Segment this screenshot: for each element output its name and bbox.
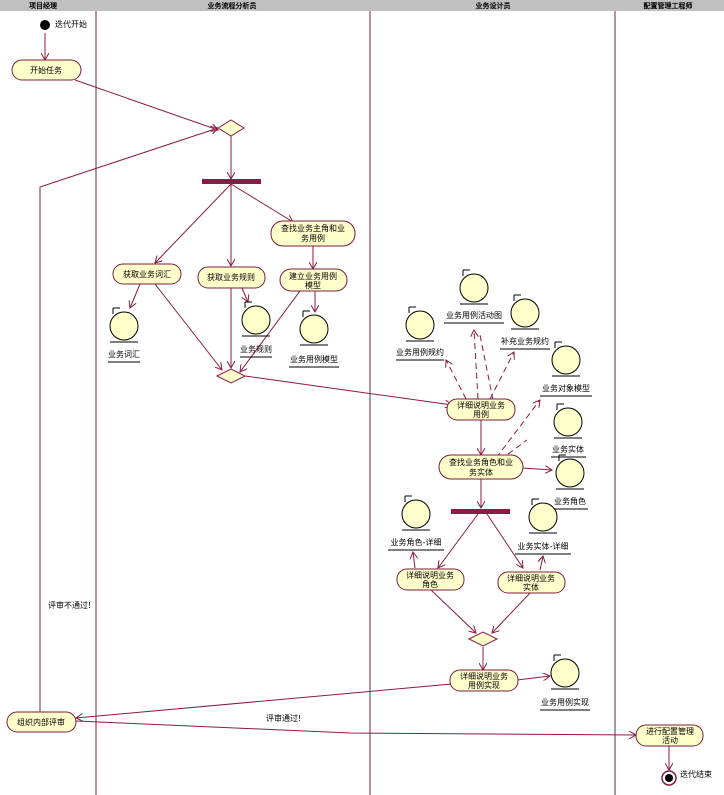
- edge-detail-to-supp: [489, 352, 514, 400]
- svg-text:角色: 角色: [422, 579, 438, 589]
- edge-fork2-to-detail-entity: [486, 513, 523, 568]
- edge-review-fail-loop: [39, 128, 218, 712]
- edge-vocab-to-glossary: [130, 283, 141, 308]
- svg-text:业务实体-详细: 业务实体-详细: [518, 541, 569, 551]
- svg-text:业务实体: 业务实体: [552, 444, 584, 454]
- swimlane-header-bar: [0, 0, 724, 11]
- object-worker-detail: 业务角色-详细: [388, 495, 444, 551]
- edges: [39, 33, 669, 770]
- guard-review-pass: 评审通过!: [266, 713, 301, 723]
- svg-text:业务词汇: 业务词汇: [108, 349, 140, 359]
- svg-text:详细说明业务: 详细说明业务: [460, 671, 508, 681]
- svg-text:进行配置管理: 进行配置管理: [646, 726, 694, 736]
- activity-detail-uc: 详细说明业务 用例: [446, 398, 516, 421]
- svg-text:组织内部评审: 组织内部评审: [17, 717, 65, 727]
- svg-text:业务对象模型: 业务对象模型: [542, 383, 590, 393]
- join-diamond-1: [215, 368, 247, 384]
- edge-task-to-merge: [74, 79, 218, 130]
- svg-text:用例实现: 用例实现: [468, 680, 500, 690]
- activity-find-actors: 查找业务主角和业 务用例: [270, 220, 356, 247]
- edge-detail-to-actdiag-2: [479, 334, 494, 401]
- svg-text:业务用例规约: 业务用例规约: [396, 347, 444, 357]
- edge-detail-to-actdiag: [474, 330, 479, 400]
- final-node-label: 迭代结束: [680, 769, 712, 779]
- svg-text:查找业务角色和业: 查找业务角色和业: [449, 457, 513, 467]
- fork-bar-1: [202, 179, 261, 184]
- svg-text:详细说明业务: 详细说明业务: [457, 400, 505, 410]
- activity-detail-realization: 详细说明业务 用例实现: [449, 669, 519, 692]
- edge-detail-to-spec: [446, 360, 467, 400]
- svg-text:获取业务规则: 获取业务规则: [207, 272, 255, 282]
- edge-fork-to-actors: [230, 183, 293, 222]
- svg-text:业务用例模型: 业务用例模型: [290, 354, 338, 364]
- svg-text:用例: 用例: [473, 409, 489, 419]
- object-entity-detail: 业务实体-详细: [515, 498, 571, 555]
- edge-workers-to-role: [521, 468, 552, 470]
- svg-text:详细说明业务: 详细说明业务: [507, 573, 555, 583]
- guard-review-fail: 评审不通过!: [48, 600, 91, 610]
- edge-fork-to-vocab: [155, 183, 232, 263]
- lane-header-project-manager: 项目经理: [29, 1, 57, 10]
- svg-text:务实体: 务实体: [469, 467, 493, 477]
- object-rules: 业务规则: [240, 301, 272, 358]
- activity-detail-worker: 详细说明业务 角色: [396, 568, 465, 591]
- edge-real-to-obj: [516, 676, 550, 680]
- object-glossary: 业务词汇: [108, 307, 140, 363]
- object-business-object-model: 业务对象模型: [540, 341, 592, 397]
- initial-node-label: 迭代开始: [55, 19, 87, 29]
- object-uc-spec: 业务用例规约: [396, 306, 444, 361]
- edge-detailworker-to-join2: [429, 588, 476, 633]
- activity-capture-rules: 获取业务规则: [197, 266, 266, 289]
- edge-model-to-join: [240, 290, 301, 372]
- object-uc-activity-diagram: 业务用例活动图: [444, 269, 504, 324]
- svg-text:实体: 实体: [523, 582, 539, 592]
- edge-rules-to-object: [241, 287, 248, 302]
- object-uc-model: 业务用例模型: [289, 310, 339, 368]
- svg-text:建立业务用例: 建立业务用例: [289, 271, 337, 281]
- edge-fork2-to-detail-worker: [438, 513, 479, 568]
- initial-node: [40, 20, 50, 30]
- svg-text:业务角色-详细: 业务角色-详细: [391, 537, 442, 547]
- svg-text:业务用例实现: 业务用例实现: [541, 697, 589, 707]
- svg-text:业务角色: 业务角色: [554, 496, 586, 506]
- activity-config-management: 进行配置管理 活动: [635, 724, 704, 747]
- activity-find-workers: 查找业务角色和业 务实体: [438, 454, 524, 480]
- fork-bar-2: [451, 509, 510, 514]
- edge-review-pass: [75, 720, 636, 735]
- svg-text:补充业务规约: 补充业务规约: [501, 336, 549, 346]
- object-business-worker: 业务角色: [553, 454, 588, 510]
- edge-detailentity-to-obj: [540, 556, 543, 571]
- object-supp-spec: 补充业务规约: [500, 294, 550, 350]
- final-node: [661, 770, 677, 786]
- lane-header-config-engineer: 配置管理工程师: [644, 1, 693, 10]
- edge-detailworker-to-obj: [413, 552, 415, 569]
- edge-detailentity-to-join2: [492, 591, 532, 633]
- activity-start-task: 开始任务: [11, 59, 82, 81]
- edge-real-to-review: [76, 683, 453, 718]
- edge-workers-to-objmodel: [495, 400, 540, 459]
- activity-build-uc-model: 建立业务用例 模型: [279, 268, 348, 292]
- svg-text:详细说明业务: 详细说明业务: [406, 570, 454, 580]
- edge-vocab-to-join: [154, 283, 222, 370]
- join-diamond-2: [467, 631, 499, 647]
- activity-internal-review: 组织内部评审: [6, 711, 77, 733]
- svg-text:模型: 模型: [305, 280, 321, 290]
- lane-header-process-analyst: 业务流程分析员: [208, 1, 257, 10]
- object-business-entity: 业务实体: [551, 403, 586, 458]
- object-uc-realization: 业务用例实现: [540, 654, 590, 711]
- edge-join-to-detail-uc: [244, 375, 452, 405]
- merge-diamond-1: [217, 119, 245, 137]
- svg-text:开始任务: 开始任务: [30, 65, 62, 75]
- svg-text:业务用例活动图: 业务用例活动图: [446, 310, 502, 320]
- svg-text:获取业务词汇: 获取业务词汇: [123, 269, 171, 279]
- svg-text:活动: 活动: [662, 735, 678, 745]
- activity-capture-vocab: 获取业务词汇: [112, 263, 182, 285]
- svg-text:查找业务主角和业: 查找业务主角和业: [281, 223, 345, 233]
- svg-text:务用例: 务用例: [301, 233, 325, 243]
- svg-text:业务规则: 业务规则: [240, 344, 272, 354]
- activity-detail-entity: 详细说明业务 实体: [497, 571, 566, 594]
- lane-header-business-designer: 业务设计员: [476, 1, 511, 10]
